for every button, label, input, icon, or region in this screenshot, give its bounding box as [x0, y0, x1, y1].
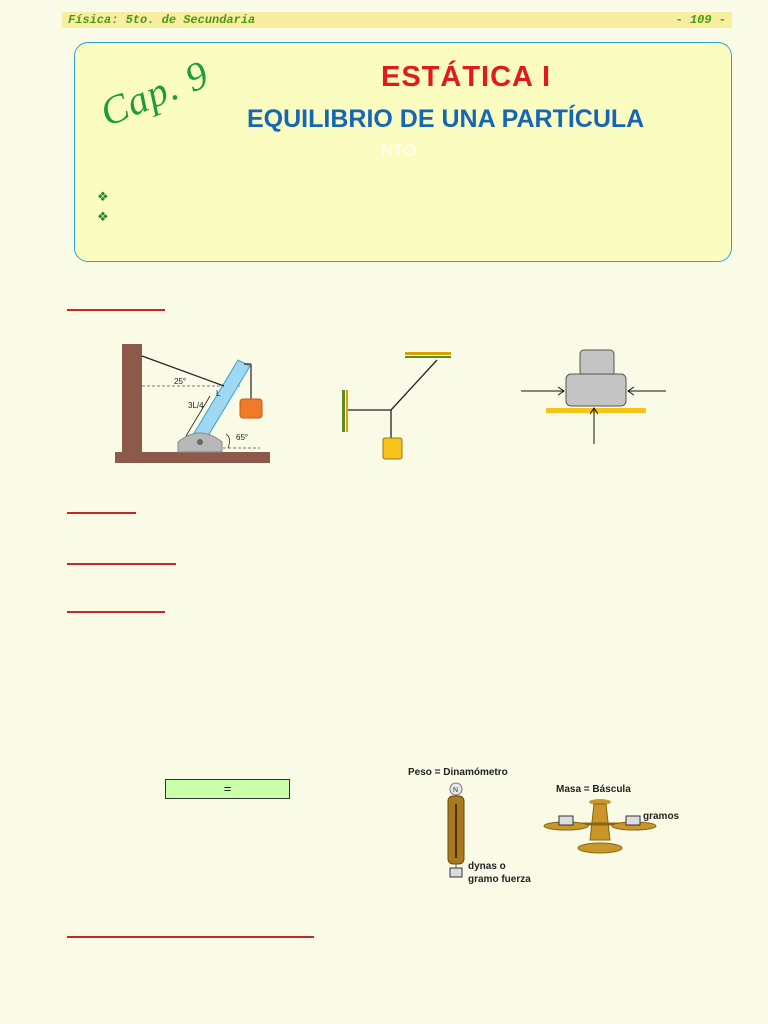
weight-mass-instruments: Peso = Dinamómetro N dynas o gramo fuerz…	[408, 767, 680, 885]
balance-readout-left	[558, 815, 574, 826]
dynamometer-unit-line2: gramo fuerza	[468, 874, 531, 885]
section-underline-4	[67, 611, 165, 613]
section-underline-3	[67, 563, 176, 565]
balance-column	[589, 803, 611, 841]
rope-to-wall	[141, 355, 225, 387]
angle-65-label: 65°	[236, 433, 248, 442]
section-underline-5	[67, 936, 314, 938]
chapter-label: Cap. 9	[93, 51, 216, 136]
upper-block	[579, 349, 615, 377]
stacked-blocks-diagram	[521, 349, 666, 444]
wall	[122, 344, 142, 462]
header-page-number: - 109 -	[675, 13, 726, 27]
header-subject: Física: 5to. de Secundaria	[68, 13, 256, 27]
floor	[115, 452, 270, 463]
chapter-subtitle: EQUILIBRIO DE UNA PARTÍCULA	[247, 105, 645, 133]
balance-readout-right	[625, 815, 641, 826]
dynamometer-label: Peso = Dinamómetro	[408, 767, 508, 778]
hanging-weight	[382, 437, 403, 460]
dynamometer-dial	[449, 782, 463, 796]
length-3L4-label: 3L/4	[188, 401, 204, 410]
lower-block	[565, 373, 627, 407]
chapter-title: ESTÁTICA I	[381, 61, 552, 93]
bullet-2: ❖	[97, 209, 109, 224]
balance-base	[577, 842, 623, 854]
bullet-1: ❖	[97, 189, 109, 204]
side-wall	[342, 390, 345, 432]
formula-box: =	[165, 779, 290, 799]
section-underline-2	[67, 512, 136, 514]
section-underline-1	[67, 309, 165, 311]
diagonal-cable	[390, 359, 438, 411]
balance-label: Masa = Báscula	[556, 784, 631, 795]
page-header: Física: 5to. de Secundaria - 109 -	[62, 12, 732, 28]
knot-cables-diagram	[342, 352, 451, 460]
faint-text: NTO	[381, 141, 417, 160]
balance-unit: gramos	[643, 811, 680, 822]
chapter-title-box: Cap. 9 ESTÁTICA I EQUILIBRIO DE UNA PART…	[74, 42, 732, 262]
dial-letter: N	[453, 787, 458, 794]
hanging-block	[239, 398, 263, 419]
dynamometer-unit-line1: dynas o	[468, 861, 506, 872]
ceiling-bar	[405, 352, 451, 355]
length-L-label: L	[216, 389, 221, 398]
dynamometer-readout	[449, 867, 463, 878]
beam-wall-diagram: 25° L 3L/4 65°	[115, 344, 270, 463]
angle-25-label: 25°	[174, 377, 186, 386]
